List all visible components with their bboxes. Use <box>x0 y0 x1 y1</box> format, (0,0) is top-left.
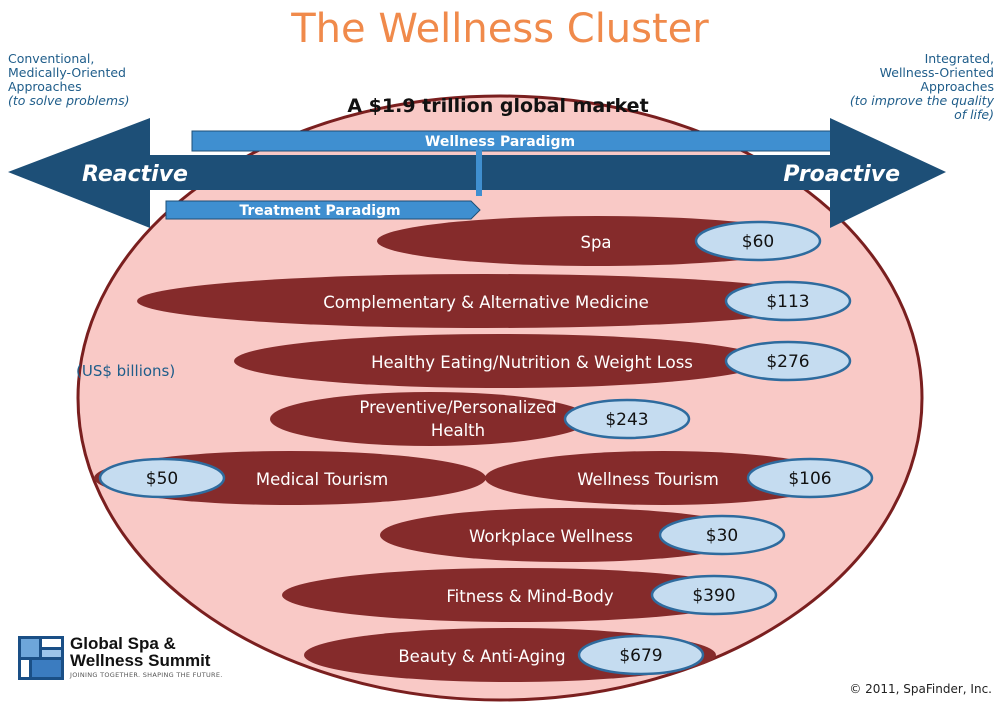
segment-label: Fitness & Mind-Body <box>446 587 614 606</box>
segment-workplace-wellness <box>380 508 756 562</box>
value-label: $390 <box>692 586 735 606</box>
segment-label: Healthy Eating/Nutrition & Weight Loss <box>371 353 693 372</box>
value-label: $30 <box>706 526 738 546</box>
segment-complementary-alternative-medicine <box>137 274 833 328</box>
right-note-line: Integrated, <box>924 51 994 66</box>
left-note-subtitle: (to solve problems) <box>8 93 130 108</box>
segment-wellness-tourism <box>485 451 841 505</box>
segment-preventive-personalized <box>270 392 590 446</box>
value-bubble <box>724 340 852 382</box>
logo-text: Global Spa & Wellness Summit <box>70 635 210 669</box>
segment-spa <box>377 216 817 266</box>
right-note-subtitle: of life) <box>954 107 994 122</box>
right-note-line: Wellness-Oriented <box>879 65 994 80</box>
segment-label: Preventive/Personalized <box>359 398 556 417</box>
left-note-line: Medically-Oriented <box>8 65 126 80</box>
page-title: The Wellness Cluster <box>291 6 709 52</box>
value-bubble <box>577 634 705 676</box>
segment-healthy-eating-nutrition-weight-loss <box>234 334 766 388</box>
right-note-subtitle: (to improve the quality <box>849 93 994 108</box>
left-note: Conventional, Medically-Oriented Approac… <box>8 52 129 108</box>
value-bubble <box>658 514 786 556</box>
value-bubble <box>98 457 226 499</box>
segment-label: Wellness Tourism <box>577 470 719 489</box>
right-note: Integrated, Wellness-Oriented Approaches… <box>850 52 994 122</box>
segment-label: Spa <box>580 233 611 252</box>
copyright: © 2011, SpaFinder, Inc. <box>849 682 992 696</box>
left-note-line: Conventional, <box>8 51 95 66</box>
logo-tagline: JOINING TOGETHER. SHAPING THE FUTURE. <box>70 671 223 679</box>
logo-line: Global Spa & <box>70 634 176 653</box>
value-label: $679 <box>619 646 662 666</box>
logo: Global Spa & Wellness Summit JOINING TOG… <box>18 633 248 683</box>
value-label: $276 <box>766 352 809 372</box>
segment-label: Medical Tourism <box>256 470 388 489</box>
segment-label: Workplace Wellness <box>469 527 633 546</box>
value-bubble <box>746 457 874 499</box>
value-bubble <box>724 280 852 322</box>
proactive-label: Proactive <box>783 162 900 187</box>
arrow-divider <box>476 148 482 196</box>
units-label: (US$ billions) <box>76 362 176 380</box>
segment-fitness-mind-body <box>282 568 754 622</box>
reactive-label: Reactive <box>82 162 188 187</box>
logo-mark-icon <box>18 636 64 680</box>
segment-label-line2: Health <box>431 421 485 440</box>
value-bubble <box>563 398 691 440</box>
value-label: $113 <box>766 292 809 312</box>
treatment-paradigm-label: Treatment Paradigm <box>239 203 400 219</box>
wellness-paradigm-label: Wellness Paradigm <box>425 134 575 150</box>
value-bubble <box>650 574 778 616</box>
treatment-paradigm-bar <box>165 200 481 220</box>
right-note-line: Approaches <box>920 79 994 94</box>
logo-line: Wellness Summit <box>70 651 211 670</box>
segment-label: Beauty & Anti-Aging <box>398 647 565 666</box>
value-label: $50 <box>146 469 178 489</box>
value-label: $60 <box>742 232 774 252</box>
left-note-line: Approaches <box>8 79 82 94</box>
segment-label: Complementary & Alternative Medicine <box>323 293 649 312</box>
value-label: $106 <box>788 469 831 489</box>
value-bubble <box>694 220 822 262</box>
value-label: $243 <box>605 410 648 430</box>
market-label: A $1.9 trillion global market <box>347 95 648 117</box>
